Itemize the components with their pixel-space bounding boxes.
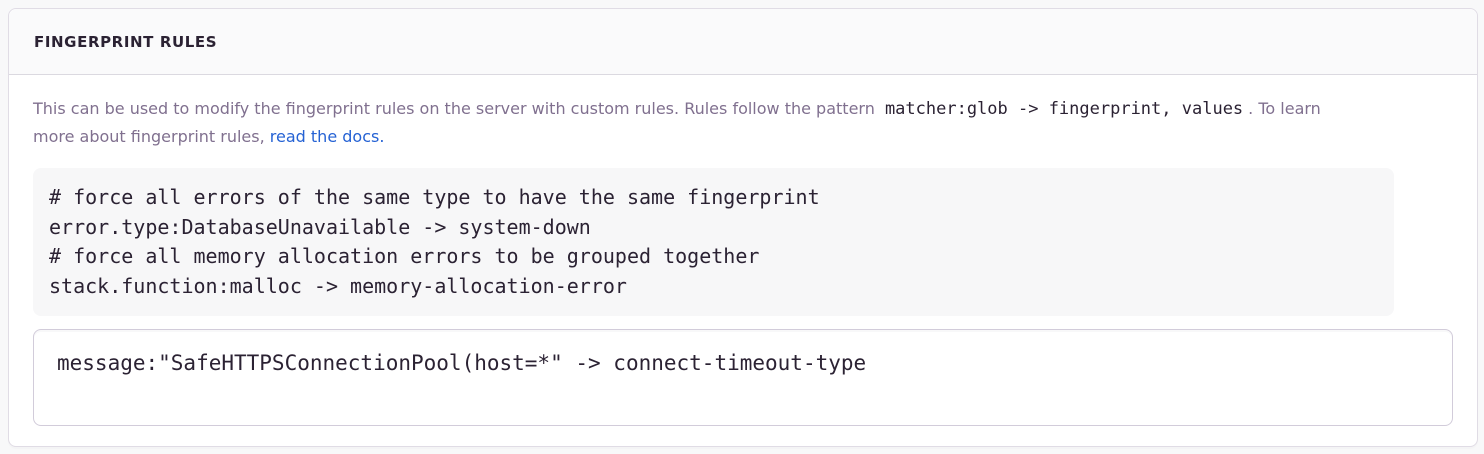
description-text: This can be used to modify the fingerpri…: [33, 95, 1363, 151]
example-rules-code-block: # force all errors of the same type to h…: [33, 168, 1394, 316]
panel-header: FINGERPRINT RULES: [9, 9, 1477, 75]
description-before-pattern: This can be used to modify the fingerpri…: [33, 99, 875, 118]
fingerprint-rules-panel: FINGERPRINT RULES This can be used to mo…: [8, 8, 1478, 447]
description-after-pattern: . To learn more about fingerprint rules,: [33, 99, 1321, 146]
read-the-docs-link[interactable]: read the docs.: [269, 127, 385, 146]
pattern-inline-code: matcher:glob -> fingerprint, values: [884, 99, 1244, 119]
panel-body: This can be used to modify the fingerpri…: [9, 75, 1477, 446]
fingerprint-rules-textarea[interactable]: message:"SafeHTTPSConnectionPool(host=*"…: [33, 329, 1453, 426]
panel-title: FINGERPRINT RULES: [34, 32, 218, 51]
